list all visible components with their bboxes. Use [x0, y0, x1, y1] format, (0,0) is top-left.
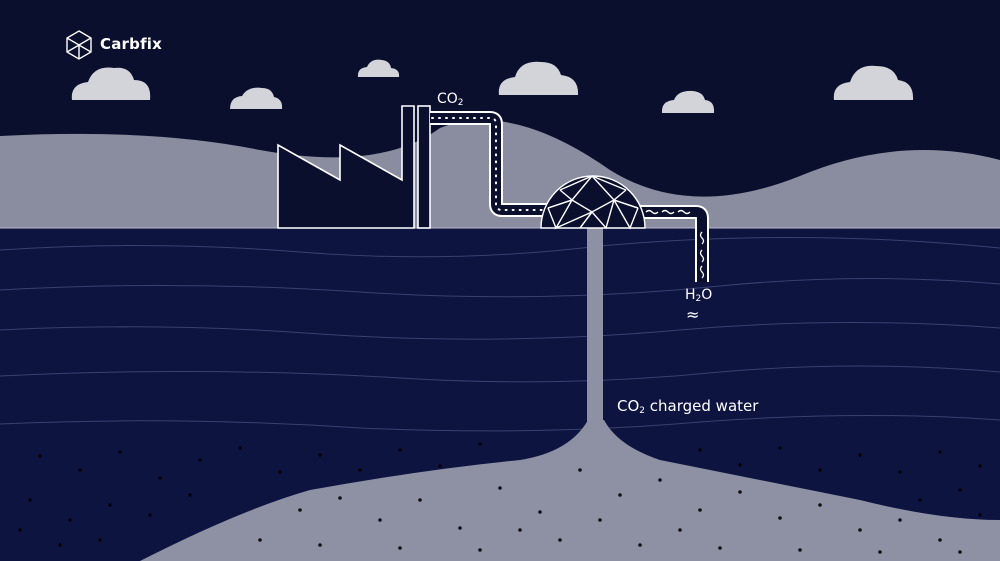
- co2-pipe: [430, 111, 550, 217]
- charged-label-prefix: CO: [617, 397, 640, 415]
- cloud-icon: [71, 67, 151, 100]
- cloud-icon: [833, 65, 914, 100]
- factory-icon: [277, 105, 431, 229]
- cloud-icon: [230, 87, 283, 109]
- cloud-icon: [498, 61, 579, 95]
- h2o-label-subscript: 2: [695, 294, 702, 304]
- h2o-label-prefix: H: [685, 287, 696, 303]
- geodesic-hexagon-icon: [66, 30, 92, 60]
- strata-lines: [0, 236, 1000, 432]
- co2-label: CO2: [437, 91, 464, 108]
- brand-logo: Carbfix: [66, 30, 162, 58]
- basalt-speckles: [258, 468, 962, 554]
- brand-name: Carbfix: [100, 35, 163, 53]
- basalt-speckles-dark: [18, 442, 982, 547]
- co2-label-prefix: CO: [437, 91, 458, 107]
- co2-label-subscript: 2: [457, 98, 464, 108]
- water-waves-icon: ≈: [686, 305, 699, 324]
- basalt-rock-formation: [140, 420, 1000, 561]
- cloud-icon: [357, 59, 400, 77]
- charged-label-suffix: charged water: [645, 397, 759, 415]
- cloud-icon: [661, 90, 715, 113]
- logo-spacer: [66, 30, 94, 58]
- geodesic-dome-icon: [540, 175, 646, 230]
- water-pipe: [630, 205, 709, 282]
- h2o-label: H2O: [685, 287, 712, 304]
- injection-well: [587, 228, 603, 424]
- h2o-label-suffix: O: [701, 287, 713, 303]
- co2-charged-water-label: CO2 charged water: [617, 397, 758, 416]
- charged-label-subscript: 2: [639, 406, 646, 416]
